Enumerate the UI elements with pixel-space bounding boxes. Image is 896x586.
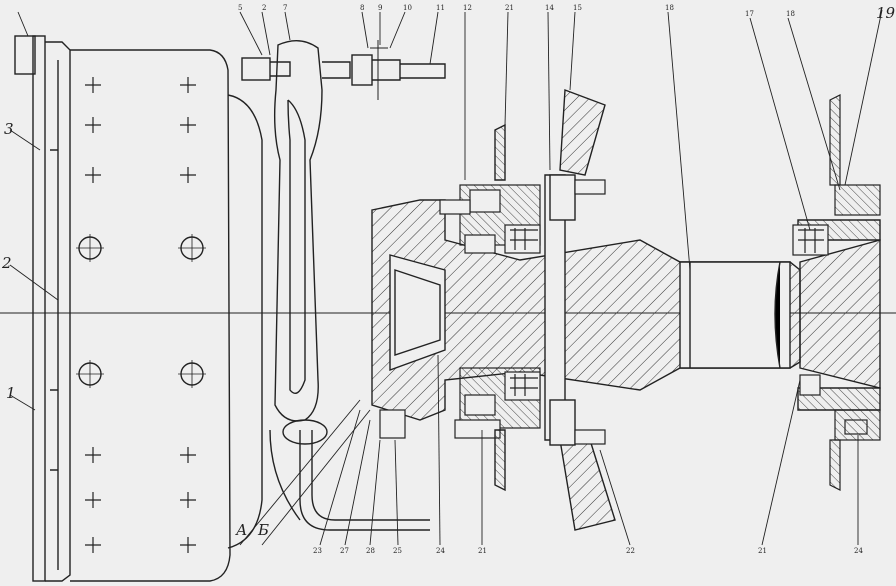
callout-12: 12 <box>463 4 472 12</box>
callout-28: 28 <box>366 547 375 555</box>
callout-24b: 24 <box>854 547 863 555</box>
label-a: А <box>235 521 247 539</box>
label-19: 19 <box>876 4 896 22</box>
brake-lever <box>241 40 446 422</box>
air-pipe <box>269 419 430 531</box>
label-2: 2 <box>1 254 12 272</box>
callout-17: 17 <box>745 10 754 18</box>
callout-25: 25 <box>393 547 402 555</box>
callout-9: 9 <box>378 4 382 12</box>
lower-bearing <box>454 367 541 439</box>
label-1: 1 <box>6 384 16 402</box>
callout-23: 23 <box>313 547 322 555</box>
callout-21a: 21 <box>478 547 487 555</box>
callout-18a: 18 <box>665 4 674 12</box>
callout-21b: 21 <box>758 547 767 555</box>
callouts-bottom: 23 27 28 25 24 21 22 21 24 <box>313 547 863 555</box>
upper-bearing <box>459 184 541 254</box>
callout-14: 14 <box>545 4 554 12</box>
callout-7: 7 <box>283 4 287 12</box>
rivet-marks <box>85 77 196 553</box>
callout-27: 27 <box>340 547 349 555</box>
bolt-holes <box>76 234 206 388</box>
right-seal <box>792 94 881 491</box>
callouts-top: 5 2 7 8 9 10 11 12 21 14 15 18 17 18 <box>238 4 795 18</box>
hub-body <box>371 199 801 421</box>
callout-21: 21 <box>505 4 514 12</box>
callout-8: 8 <box>360 4 364 12</box>
leader-lines <box>9 9 883 546</box>
callout-10: 10 <box>403 4 412 12</box>
callout-5: 5 <box>238 4 242 12</box>
callout-24a: 24 <box>436 547 445 555</box>
callout-22: 22 <box>626 547 635 555</box>
callout-15: 15 <box>573 4 582 12</box>
label-3: 3 <box>4 120 14 138</box>
callout-18b: 18 <box>786 10 795 18</box>
wheel-disc <box>494 89 616 531</box>
callout-11: 11 <box>436 4 445 12</box>
label-b: Б <box>257 521 269 539</box>
callout-2: 2 <box>262 4 266 12</box>
